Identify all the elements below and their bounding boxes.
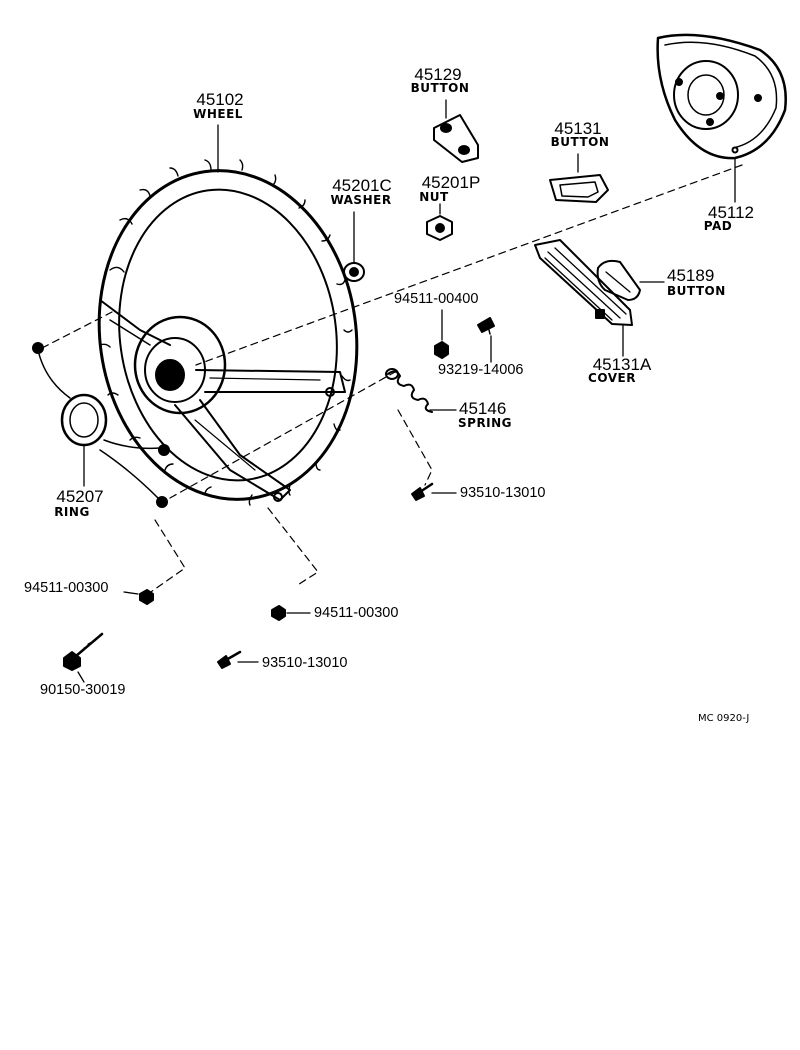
part-name-spring: SPRING [458, 416, 513, 430]
part-number-45102: 45102 [196, 90, 244, 109]
nut-45201P-drawing [426, 215, 453, 241]
part-name-cover: COVER [588, 371, 636, 385]
diagram-code: MC 0920-J [698, 713, 750, 724]
part-number-45201C: 45201C [332, 176, 392, 195]
horn-pad-drawing [656, 33, 787, 160]
screw-93510-13010-upper-drawing [411, 482, 434, 501]
fastener-90150-30019: 90150-30019 [40, 682, 126, 698]
steering-wheel-drawing [97, 159, 359, 506]
part-number-45189: 45189 [667, 266, 715, 285]
part-name-ring: RING [54, 505, 90, 519]
fastener-94511-00300-left: 94511-00300 [24, 580, 109, 596]
contact-ring-45207-drawing [32, 342, 170, 508]
nut-94511-00400-drawing [434, 341, 449, 359]
bolt-90150-30019-drawing [63, 632, 104, 671]
assembly-dash-lines [41, 164, 743, 595]
part-number-45207: 45207 [56, 487, 104, 506]
part-number-45129: 45129 [414, 65, 462, 84]
part-name-button-45129: BUTTON [410, 81, 470, 95]
fastener-93510-13010-upper: 93510-13010 [460, 485, 546, 501]
spring-45146-drawing [385, 368, 433, 413]
part-number-45201P: 45201P [421, 173, 481, 192]
fastener-93510-13010-lower: 93510-13010 [262, 655, 348, 671]
washer-45201C-drawing [343, 262, 365, 282]
fastener-94511-00400: 94511-00400 [394, 291, 479, 307]
screw-93219-14006-drawing [477, 317, 495, 335]
part-name-button-45131: BUTTON [550, 135, 610, 149]
button-45189-drawing [596, 259, 641, 301]
cover-45131A-drawing [534, 239, 633, 326]
part-name-wheel: WHEEL [193, 107, 243, 121]
part-number-45112: 45112 [707, 203, 755, 222]
button-45129-drawing [433, 114, 479, 163]
button-45131-drawing [549, 174, 609, 203]
part-number-45131: 45131 [554, 119, 602, 138]
part-number-45131A: 45131A [592, 355, 652, 374]
part-name-button-45189: BUTTON [667, 284, 726, 298]
part-number-45146: 45146 [459, 399, 507, 418]
screw-93510-13010-lower-drawing [217, 650, 242, 669]
part-name-washer: WASHER [330, 193, 392, 207]
fastener-94511-00300-right: 94511-00300 [314, 605, 399, 621]
part-name-nut: NUT [419, 190, 449, 204]
nut-94511-00300-right-drawing [271, 605, 286, 621]
fastener-93219-14006: 93219-14006 [438, 362, 524, 378]
part-name-pad: PAD [703, 219, 733, 233]
